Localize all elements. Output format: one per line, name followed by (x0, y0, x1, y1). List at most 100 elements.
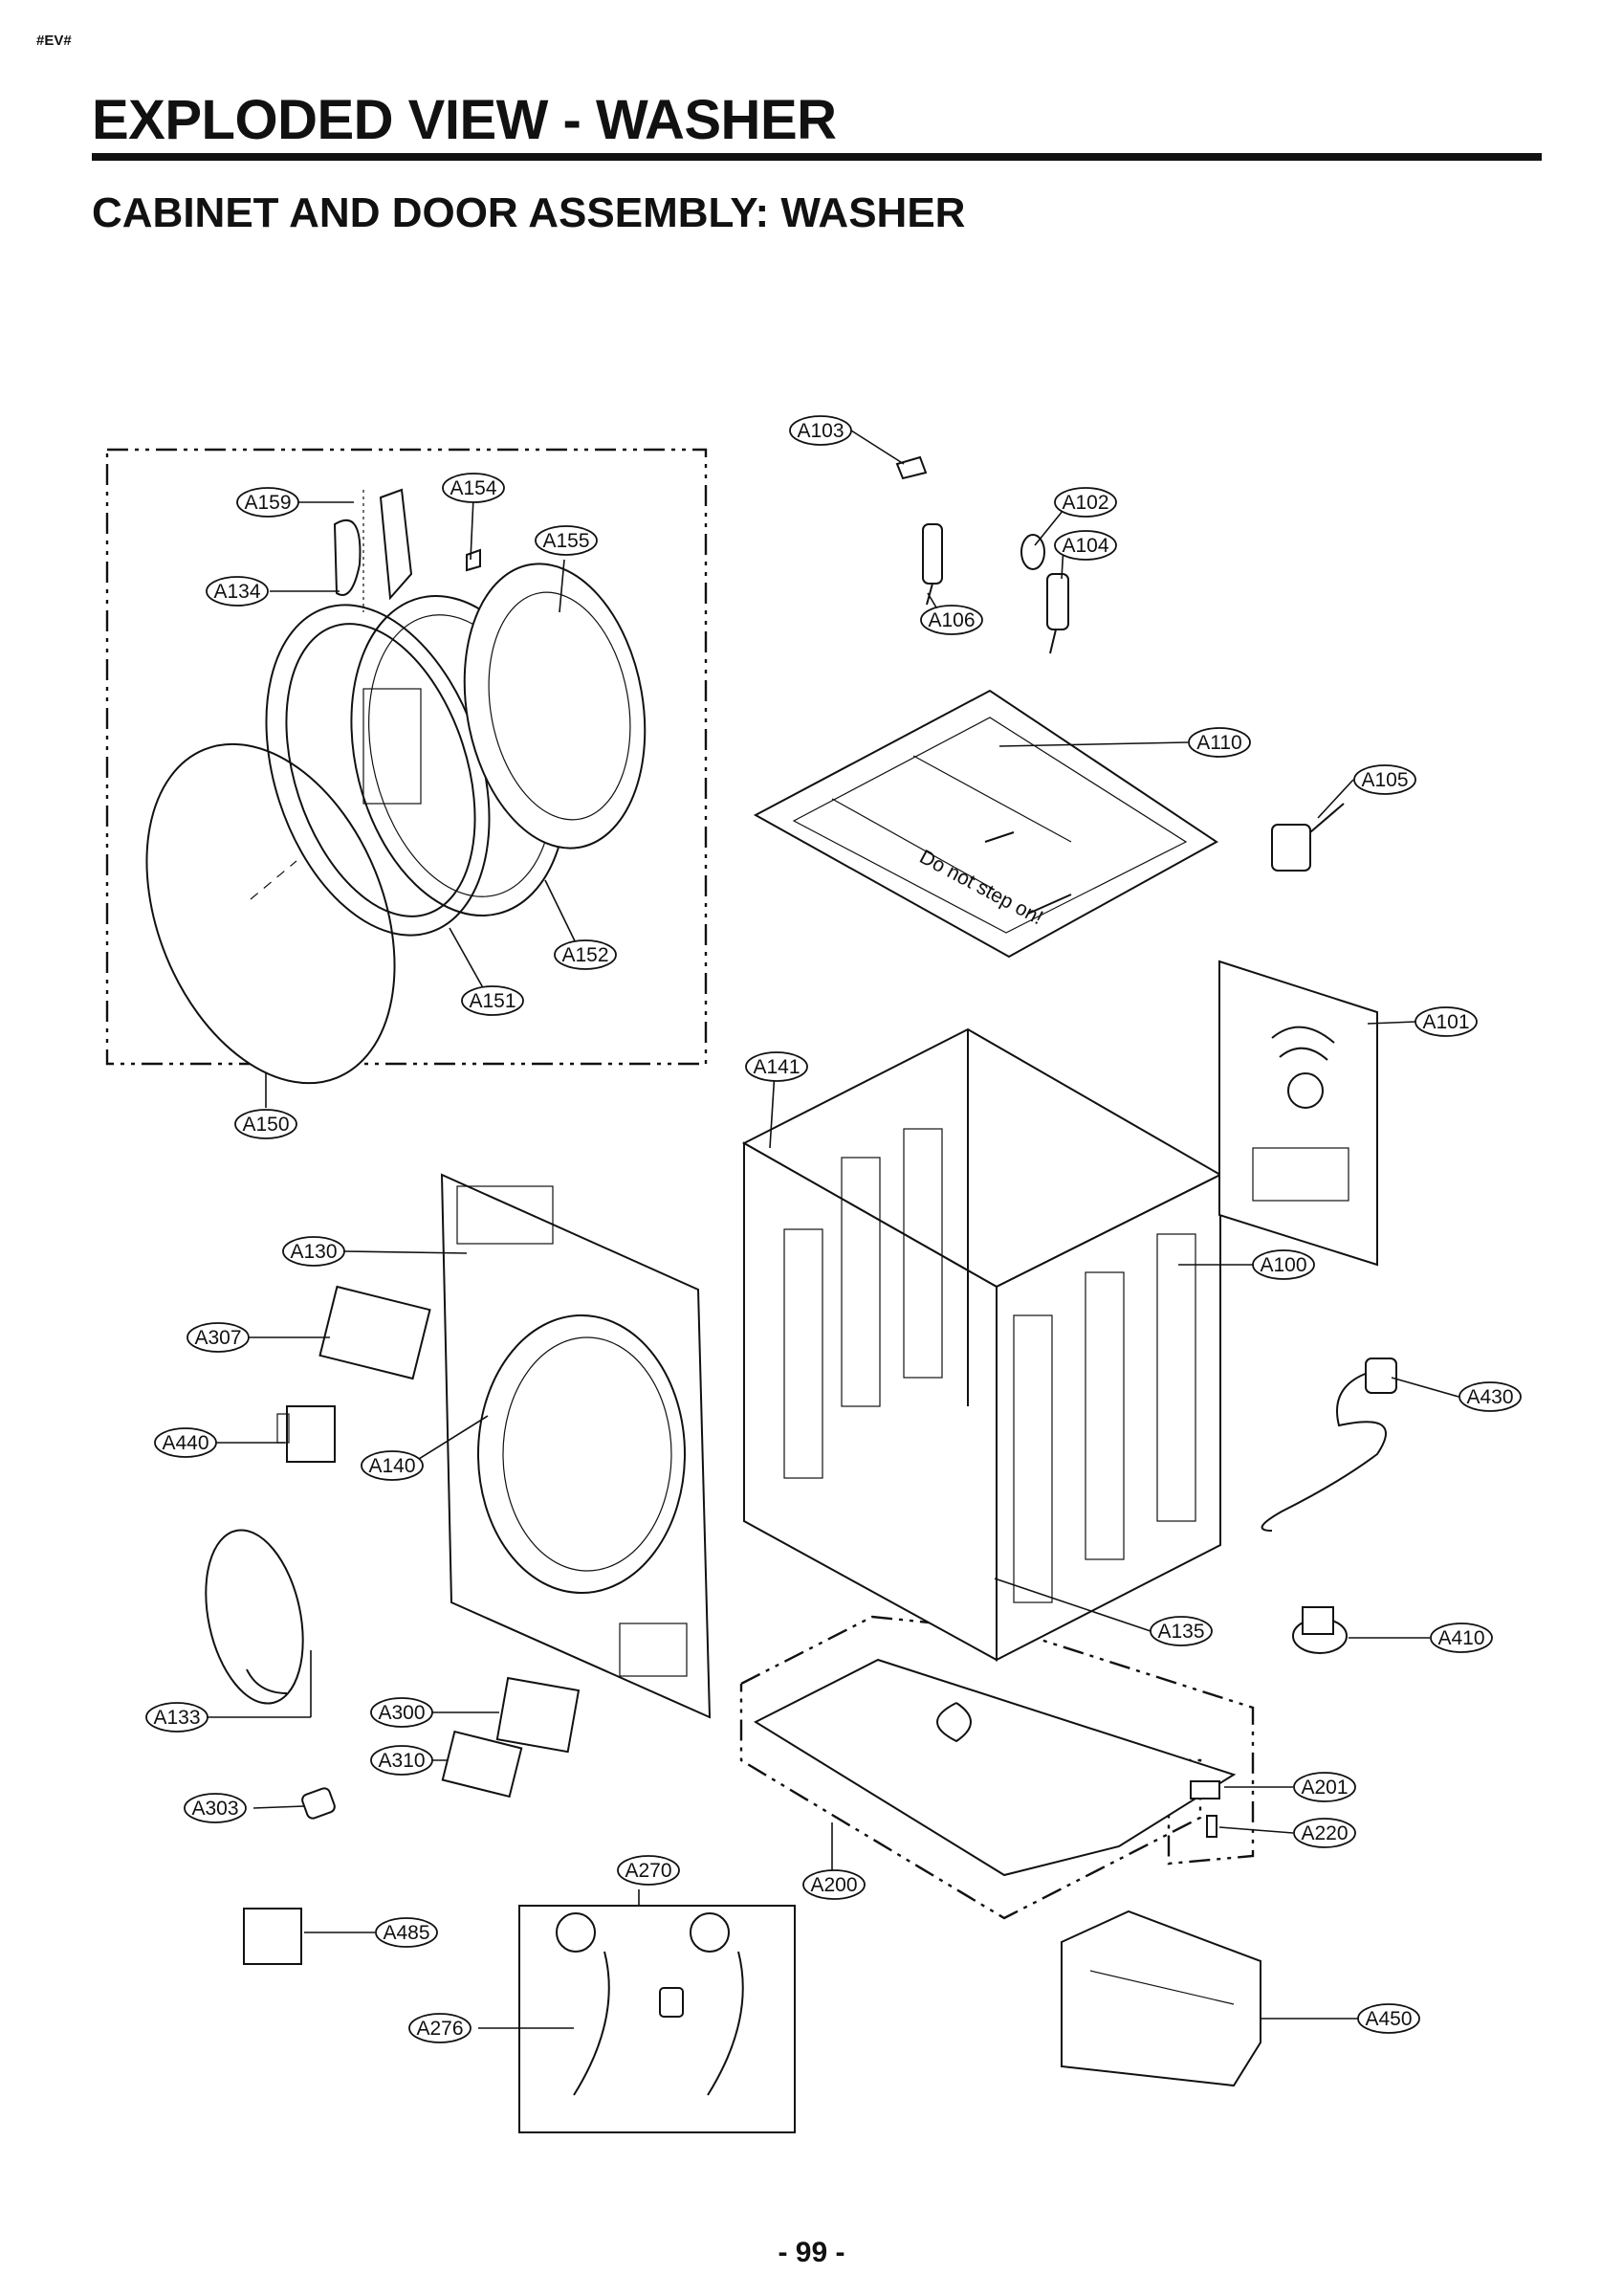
callout-A485: A485 (375, 1917, 438, 1948)
door-switch-part (276, 1405, 336, 1463)
callout-A140: A140 (361, 1450, 424, 1481)
callout-A151: A151 (461, 985, 524, 1016)
callout-A440: A440 (154, 1427, 217, 1458)
callout-A100: A100 (1252, 1249, 1315, 1280)
svg-text:A276: A276 (416, 2018, 463, 2040)
svg-text:A430: A430 (1466, 1386, 1513, 1408)
callout-A430: A430 (1459, 1381, 1522, 1412)
svg-text:A104: A104 (1062, 535, 1108, 557)
svg-text:A485: A485 (383, 1922, 429, 1944)
hose-clamp-part (895, 455, 928, 480)
callout-A134: A134 (206, 576, 269, 607)
front-panel (440, 1173, 712, 1719)
door-latch-hook (466, 548, 481, 572)
svg-text:A300: A300 (378, 1702, 425, 1724)
inlet-hose-part (556, 1912, 744, 2096)
svg-text:A105: A105 (1361, 769, 1408, 791)
power-cord-clamp-part (1271, 803, 1345, 872)
svg-text:A133: A133 (153, 1707, 200, 1729)
svg-text:A141: A141 (753, 1056, 800, 1078)
svg-text:A410: A410 (1437, 1627, 1484, 1649)
door-glass-panel (145, 742, 396, 1085)
water-valve-part (922, 523, 1069, 654)
svg-text:A155: A155 (542, 530, 589, 552)
base-frame (753, 1658, 1237, 1877)
svg-text:A307: A307 (194, 1327, 241, 1349)
callout-A201: A201 (1293, 1772, 1356, 1802)
svg-text:A102: A102 (1062, 492, 1108, 514)
callout-A307: A307 (186, 1322, 250, 1353)
callout-A103: A103 (789, 415, 852, 446)
cabinet-body (741, 1027, 1223, 1662)
svg-text:A110: A110 (1196, 732, 1242, 754)
callout-A450: A450 (1357, 2003, 1420, 2034)
callout-A300: A300 (370, 1697, 433, 1728)
svg-text:A154: A154 (450, 477, 496, 499)
svg-text:A100: A100 (1260, 1254, 1306, 1276)
base-assembly-group-boundary (739, 1615, 1255, 1920)
pressure-switch-part (1292, 1606, 1348, 1654)
leveling-foot-part (1190, 1780, 1220, 1838)
svg-text:A151: A151 (469, 990, 515, 1012)
svg-text:A130: A130 (290, 1241, 337, 1263)
callout-A200: A200 (802, 1869, 866, 1900)
callout-A410: A410 (1430, 1623, 1493, 1653)
callout-A276: A276 (408, 2013, 472, 2043)
svg-text:A101: A101 (1422, 1011, 1469, 1033)
rear-panel (1218, 960, 1378, 1267)
svg-text:A135: A135 (1157, 1621, 1204, 1643)
svg-text:A303: A303 (191, 1798, 238, 1820)
callout-A159: A159 (236, 487, 299, 518)
callout-A104: A104 (1054, 530, 1117, 561)
door-glass-bowl (463, 563, 647, 850)
callout-A133: A133 (145, 1702, 208, 1733)
callout-A310: A310 (370, 1745, 433, 1776)
document-tag: #EV# (36, 33, 72, 49)
callout-A106: A106 (920, 605, 983, 635)
svg-text:A270: A270 (625, 1860, 671, 1882)
callout-A150: A150 (234, 1109, 297, 1139)
callout-A110: A110 (1188, 727, 1251, 758)
power-cord-part (1261, 1358, 1397, 1532)
svg-text:A220: A220 (1301, 1822, 1348, 1844)
callout-A154: A154 (442, 473, 505, 503)
gasket-wire-part (205, 1529, 304, 1705)
hose-group-boundary (518, 1905, 796, 2133)
svg-text:A106: A106 (928, 609, 975, 631)
pcb-case-part (243, 1908, 302, 1965)
drain-cap-part (441, 1730, 523, 1799)
svg-text:A201: A201 (1301, 1777, 1348, 1799)
page-title: EXPLODED VIEW - WASHER (92, 89, 837, 151)
drain-plug-part (301, 1787, 336, 1820)
svg-text:A450: A450 (1365, 2008, 1412, 2030)
drain-cover-part (495, 1676, 581, 1754)
title-rule (92, 153, 1542, 161)
svg-text:A134: A134 (213, 581, 260, 603)
svg-text:A440: A440 (162, 1432, 208, 1454)
svg-text:A159: A159 (244, 492, 291, 514)
panel-cover-part (1061, 1910, 1261, 2087)
dispenser-frame-part (318, 1285, 431, 1380)
callout-A220: A220 (1293, 1818, 1356, 1848)
svg-text:A310: A310 (378, 1750, 425, 1772)
svg-text:A152: A152 (561, 944, 608, 966)
callout-A152: A152 (554, 939, 617, 970)
svg-text:A103: A103 (797, 420, 844, 442)
section-subtitle: CABINET AND DOOR ASSEMBLY: WASHER (92, 189, 966, 236)
svg-text:A200: A200 (810, 1874, 857, 1896)
valve-bracket-part (1020, 534, 1045, 570)
callout-A270: A270 (617, 1855, 680, 1886)
top-cover-plate: Do not step on! (753, 689, 1218, 959)
callout-A102: A102 (1054, 487, 1117, 518)
callout-A155: A155 (535, 525, 598, 556)
page-number: - 99 - (778, 2237, 845, 2268)
callout-A141: A141 (745, 1051, 808, 1082)
callout-A130: A130 (282, 1236, 345, 1267)
svg-text:A140: A140 (368, 1455, 415, 1477)
callout-A105: A105 (1353, 764, 1416, 795)
callout-A101: A101 (1415, 1006, 1478, 1037)
leader-lines (206, 430, 1459, 2029)
svg-text:A150: A150 (242, 1114, 289, 1136)
door-hinge (333, 488, 413, 612)
